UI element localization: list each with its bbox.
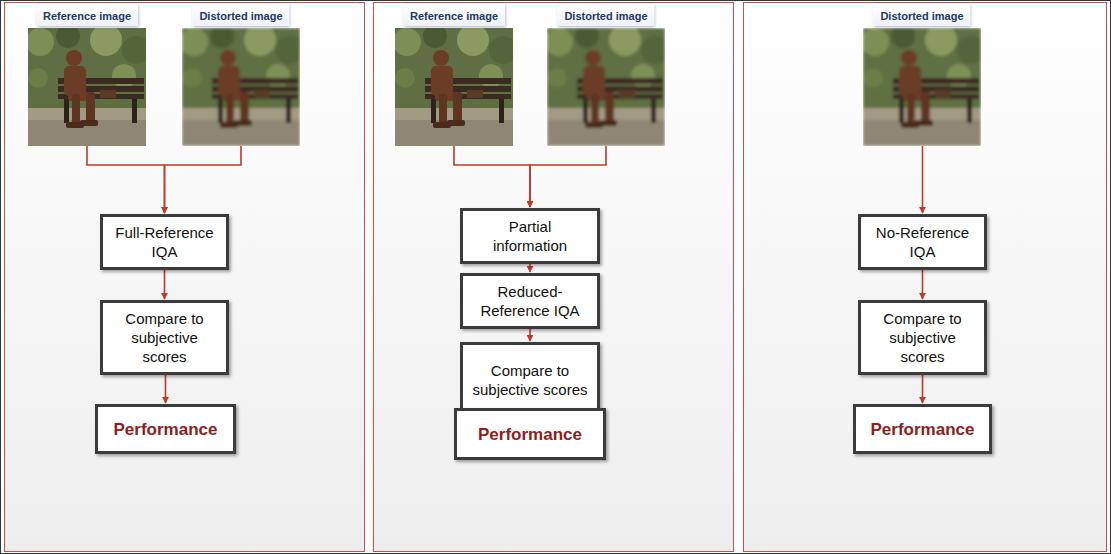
flow-arrow	[529, 264, 531, 272]
process-box: Compare to subjective scores	[460, 342, 600, 417]
process-label: Partial information	[471, 217, 589, 255]
photo-illustration	[28, 28, 146, 146]
image-label: Distorted image	[557, 4, 654, 26]
process-box: Compare to subjective scores	[100, 300, 229, 375]
result-box: Performance	[95, 404, 236, 454]
process-box: Reduced-Reference IQA	[460, 273, 600, 329]
process-box: Full-Reference IQA	[100, 214, 229, 270]
process-label: Compare to subjective scores	[111, 309, 218, 366]
flow-arrow	[922, 375, 924, 403]
photo-illustration	[395, 28, 513, 146]
image-caption: Reference image	[410, 10, 498, 22]
image-node: Distorted image	[863, 4, 981, 146]
image-label: Reference image	[403, 4, 505, 26]
process-box: Compare to subjective scores	[858, 300, 987, 375]
process-box: Partial information	[460, 208, 600, 264]
process-label: Full-Reference IQA	[111, 223, 218, 261]
flow-arrow	[922, 270, 924, 299]
flow-arrow	[165, 375, 167, 403]
flow-arrow	[530, 146, 606, 207]
flow-arrow	[529, 329, 531, 341]
image-caption: Reference image	[43, 10, 131, 22]
flow-arrow	[922, 146, 924, 213]
flow-arrow	[87, 146, 165, 213]
photo-illustration	[547, 28, 665, 146]
photo-illustration	[863, 28, 981, 146]
image-node: Reference image	[395, 4, 513, 146]
image-label: Distorted image	[192, 4, 289, 26]
process-label: No-Reference IQA	[869, 223, 976, 261]
flow-arrow	[165, 146, 242, 213]
result-label: Performance	[871, 419, 975, 440]
result-label: Performance	[478, 424, 582, 445]
result-box: Performance	[454, 408, 606, 460]
result-label: Performance	[114, 419, 218, 440]
image-label: Distorted image	[873, 4, 970, 26]
image-caption: Distorted image	[880, 10, 963, 22]
photo-illustration	[182, 28, 300, 146]
process-label: Reduced-Reference IQA	[471, 282, 589, 320]
flow-arrow	[454, 146, 530, 207]
process-label: Compare to subjective scores	[869, 309, 976, 366]
flow-arrow	[164, 270, 166, 299]
process-box: No-Reference IQA	[858, 214, 987, 270]
process-label: Compare to subjective scores	[471, 361, 589, 399]
result-box: Performance	[853, 404, 992, 454]
image-node: Distorted image	[547, 4, 665, 146]
image-label: Reference image	[36, 4, 138, 26]
image-node: Reference image	[28, 4, 146, 146]
image-caption: Distorted image	[199, 10, 282, 22]
image-node: Distorted image	[182, 4, 300, 146]
image-caption: Distorted image	[564, 10, 647, 22]
